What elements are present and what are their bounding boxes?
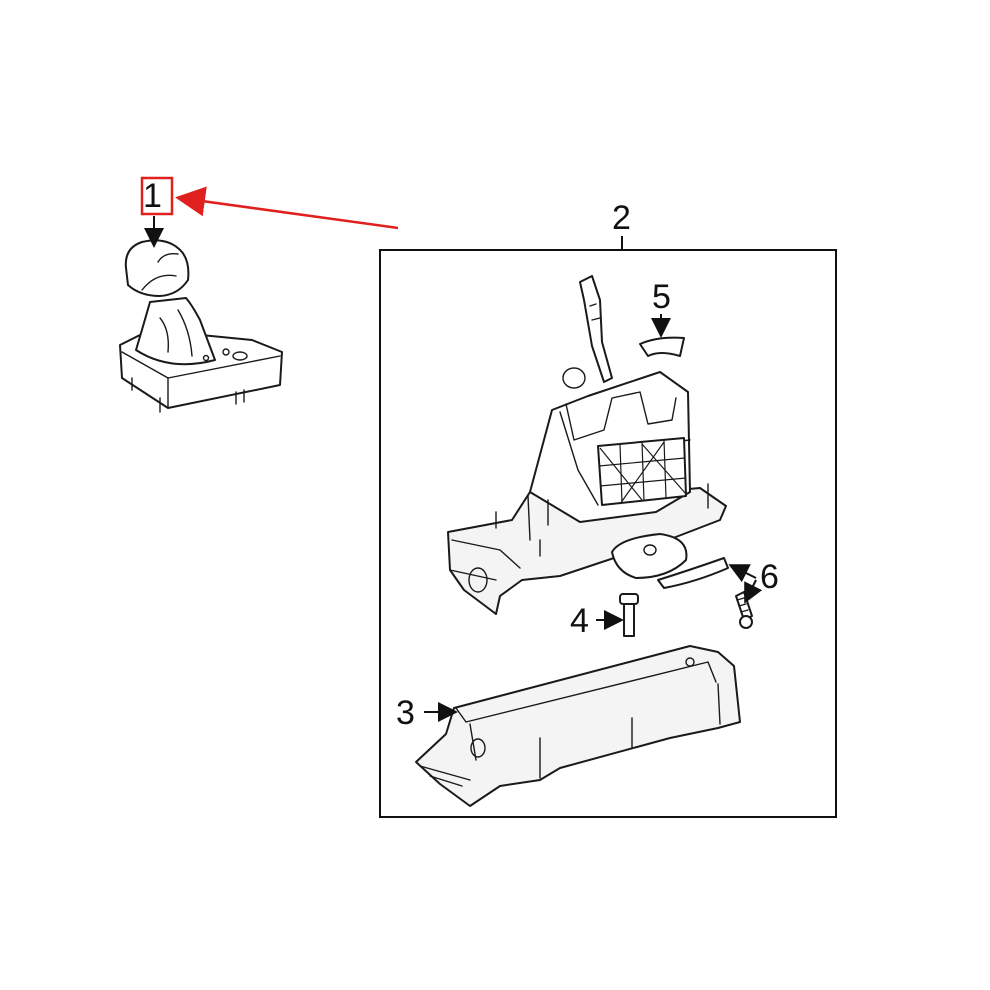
shift-knob-assembly bbox=[119, 239, 283, 413]
clip-part-5 bbox=[639, 336, 685, 357]
trim-and-screw-part-6 bbox=[657, 557, 753, 629]
highlight-arrow bbox=[175, 186, 399, 230]
callout-6: 6 bbox=[760, 558, 779, 596]
callout-2: 2 bbox=[612, 199, 631, 237]
callout-1-highlight-box bbox=[140, 176, 174, 216]
callout-4: 4 bbox=[570, 602, 589, 640]
leader-6b bbox=[744, 579, 763, 604]
callout-1: 1 bbox=[143, 177, 162, 215]
bolt-part-4 bbox=[619, 593, 639, 637]
callout-5: 5 bbox=[652, 278, 671, 316]
callout-3: 3 bbox=[396, 694, 415, 732]
leader-6a bbox=[728, 564, 757, 583]
shifter-mechanism bbox=[447, 275, 727, 615]
assembly-frame bbox=[379, 249, 837, 818]
bracket-tray-part-3 bbox=[415, 645, 741, 807]
